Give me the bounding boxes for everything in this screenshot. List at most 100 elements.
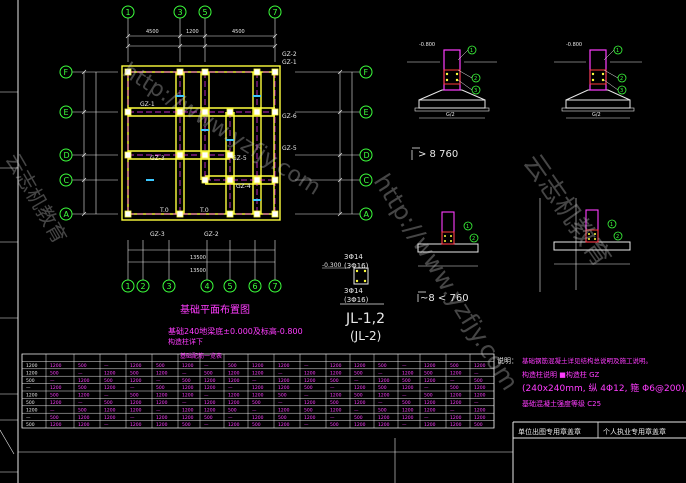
title-block-cell-2: 个人执业专用章盖章 (603, 428, 666, 436)
table-cell: 1200 (252, 363, 264, 369)
beam-tag: GZ-2 (204, 231, 219, 238)
table-cell: 1200 (278, 407, 290, 413)
table-cell: — (50, 379, 55, 384)
axis-label: E (64, 108, 69, 117)
strip-detail-2: 12 (553, 209, 631, 265)
beam-tag: GZ-5 (232, 155, 247, 162)
table-cell: 1200 (354, 422, 366, 428)
table-cell: — (354, 379, 359, 384)
tick (125, 33, 131, 39)
beam-tag: GZ-4 (236, 183, 251, 190)
tick (337, 177, 343, 183)
table-cell: 500 (228, 407, 237, 413)
table-cell: — (182, 401, 187, 406)
table-cell: — (26, 386, 31, 391)
table-cell: — (204, 394, 209, 399)
table-cell: 500 (252, 400, 261, 406)
table-cell: 500 (228, 363, 237, 369)
stair-mark (253, 199, 261, 201)
table-cell: 1200 (330, 407, 342, 413)
table-cell: 1200 (78, 393, 90, 399)
table-cell: 1200 (228, 370, 240, 376)
axis-label: 5 (203, 8, 208, 17)
table-cell: 1200 (474, 407, 486, 413)
axis-bubble (359, 65, 373, 79)
rebar-dot (591, 78, 595, 82)
table-cell: 500 (304, 385, 313, 391)
plan-note-2: 构造柱详下 (168, 338, 203, 346)
table-cell: 500 (182, 422, 191, 428)
table-cell: — (104, 364, 109, 369)
tick (202, 43, 208, 49)
table-cell: 1200 (50, 363, 62, 369)
table-cell: 500 (278, 393, 287, 399)
stair-mark (146, 179, 154, 181)
table-cell: 500 (78, 363, 87, 369)
table-cell: 1200 (402, 385, 414, 391)
stair-mark (253, 95, 261, 97)
table-cell: — (378, 401, 383, 406)
axis-label: A (364, 210, 370, 219)
dim-text: 4500 (232, 29, 245, 35)
table-cell: — (450, 408, 455, 413)
table-cell: 1200 (354, 385, 366, 391)
table-title: 基础配筋一览表 (180, 353, 223, 360)
table-cell: — (182, 371, 187, 376)
column (124, 108, 132, 116)
callout-num: 1 (470, 48, 473, 54)
table-cell: 500 (50, 393, 59, 399)
ground-beam (443, 69, 461, 85)
table-cell: 500 (474, 378, 483, 384)
table-cell: 1200 (50, 385, 62, 391)
axis-label: F (64, 68, 69, 77)
callout-num: 3 (620, 88, 623, 94)
rebar-d: (3Φ16) (344, 296, 369, 304)
table-cell: 500 (354, 370, 363, 376)
tick (81, 211, 87, 217)
table-cell: 1200 (182, 407, 194, 413)
rebar-dot (355, 269, 359, 273)
table-cell: 1200 (252, 393, 264, 399)
table-cell: 1200 (182, 363, 194, 369)
table-cell: — (354, 408, 359, 413)
axis-bubble (121, 5, 135, 19)
beam-sublabel: (JL-2) (350, 329, 382, 343)
table-cell: 1200 (130, 407, 142, 413)
table-cell: 500 (354, 415, 363, 421)
table-cell: 500 (474, 422, 483, 428)
table-cell: 1200 (304, 370, 316, 376)
column (271, 68, 279, 76)
dim-text: G/2 (592, 112, 601, 118)
table-cell: — (252, 379, 257, 384)
rebar-dot (601, 78, 605, 82)
table-cell: — (78, 401, 83, 406)
tick (337, 211, 343, 217)
table-cell: 500 (450, 385, 459, 391)
dim-text: 4500 (146, 29, 159, 35)
rebar-dot (444, 235, 446, 237)
table-cell: 1200 (104, 407, 116, 413)
table-cell: — (378, 371, 383, 376)
notes-head: 说明： (497, 357, 518, 365)
tick (337, 109, 343, 115)
table-cell: 1200 (304, 415, 316, 421)
footing-slope (565, 89, 631, 101)
beam-tag: T.0 (199, 207, 209, 214)
column (226, 210, 234, 218)
table-cell: — (78, 371, 83, 376)
axis-label: 6 (253, 282, 258, 291)
foundation-wall (121, 65, 281, 221)
axis-bubble (359, 207, 373, 221)
callout (607, 219, 617, 229)
table-cell: 1200 (104, 385, 116, 391)
table-cell: 1200 (378, 415, 390, 421)
table-cell: 1200 (104, 415, 116, 421)
table-cell: 500 (378, 407, 387, 413)
table-cell: 1200 (378, 393, 390, 399)
axis-bubble (59, 207, 73, 221)
axis-bubble (162, 279, 176, 293)
